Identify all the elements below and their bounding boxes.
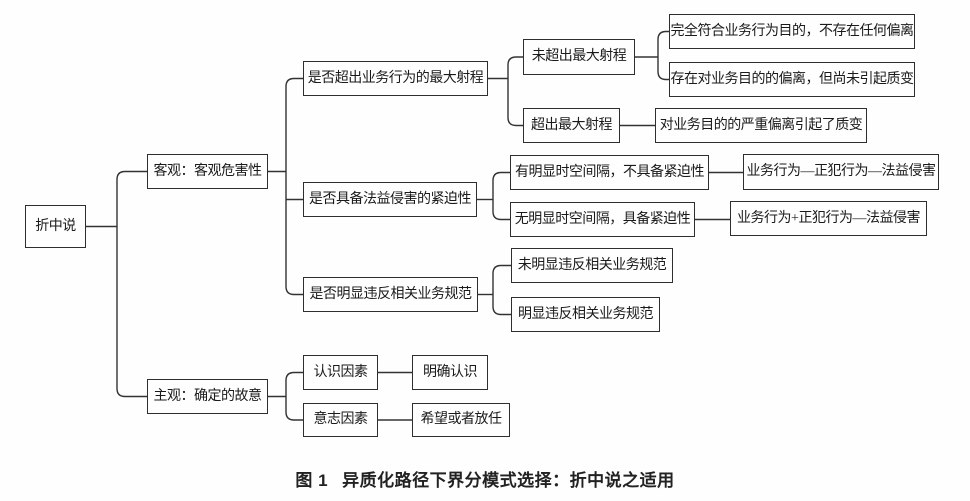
node-norm-not-violated: 未明显违反相关业务规范 [511,248,673,283]
connector-root-bracket [116,170,147,398]
node-within-range: 未超出最大射程 [523,39,635,75]
figure-caption: 图 1 异质化路径下界分模式选择：折中说之适用 [0,466,970,491]
connector-within-bracket [657,30,669,81]
node-norm-question: 是否明显违反相关业务规范 [303,277,478,312]
node-gap-present: 有明显时空间隔，不具备紧迫性 [510,155,709,190]
node-beyond-range: 超出最大射程 [523,108,620,143]
node-range-question: 是否超出业务行为的最大射程 [303,61,488,96]
node-will-factor: 意志因素 [303,403,378,437]
figure-caption-label: 图 1 [295,471,329,490]
node-clear-cognition: 明确认识 [412,355,488,390]
node-severe-deviation: 对业务目的的严重偏离引起了质变 [655,108,867,143]
node-norm-violated: 明显违反相关业务规范 [511,297,660,332]
connector-range-bracket [507,56,523,127]
node-urgency-question: 是否具备法益侵害的紧迫性 [303,182,477,217]
node-chain-combined: 业务行为+正犯行为—法益侵害 [730,201,927,236]
connector-subjective-bracket [285,371,303,421]
node-gap-absent: 无明显时空间隔，具备紧迫性 [510,202,695,237]
connector-norm-bracket [492,264,511,316]
connector-urgency-bracket [492,171,510,221]
node-deviation-no-change: 存在对业务目的的偏离，但尚未引起质变 [669,62,915,97]
node-cognition-factor: 认识因素 [303,355,378,390]
node-hope-or-allow: 希望或者放任 [412,403,510,437]
node-subjective: 主观：确定的故意 [147,379,268,414]
node-root: 折中说 [25,205,86,248]
node-full-conformity: 完全符合业务行为目的，不存在任何偏离 [669,14,915,49]
figure-caption-title: 异质化路径下界分模式选择：折中说之适用 [342,471,675,490]
node-chain-separate: 业务行为—正犯行为—法益侵害 [743,154,939,190]
connector-objective-bracket [285,77,303,296]
node-objective: 客观：客观危害性 [147,154,268,189]
